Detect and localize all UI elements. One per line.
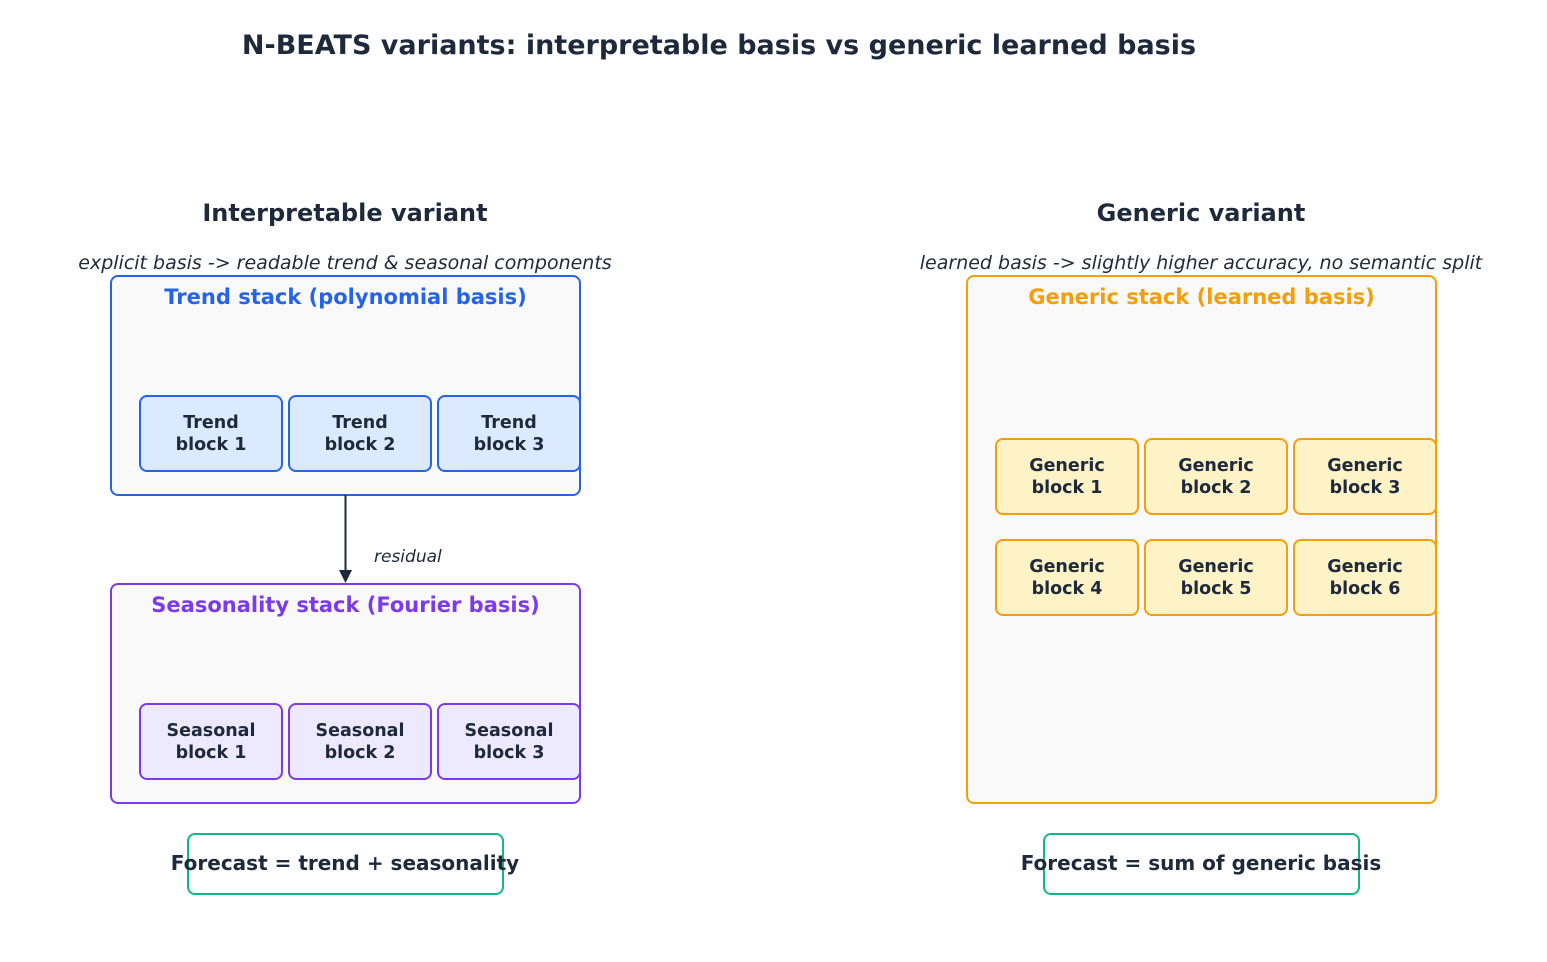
generic-forecast-label: Forecast = sum of generic basis	[1020, 851, 1382, 875]
generic-block-1: Generic block 1	[995, 438, 1139, 515]
interpretable-heading: Interpretable variant	[202, 199, 488, 227]
generic-block-3: Generic block 3	[1293, 438, 1437, 515]
generic-forecast-box	[1043, 833, 1360, 895]
trend-stack-title: Trend stack (polynomial basis)	[164, 285, 527, 309]
interpretable-subtitle: explicit basis -> readable trend & seaso…	[78, 252, 612, 274]
generic-block-5: Generic block 5	[1144, 539, 1288, 616]
residual-arrow-head	[339, 570, 352, 583]
generic-block-4: Generic block 4	[995, 539, 1139, 616]
generic-block-2: Generic block 2	[1144, 438, 1288, 515]
trend-block-2: Trend block 2	[288, 395, 432, 472]
residual-label: residual	[374, 547, 442, 567]
trend-block-3: Trend block 3	[437, 395, 581, 472]
generic-heading: Generic variant	[1096, 199, 1306, 227]
seasonal-block-3: Seasonal block 3	[437, 703, 581, 780]
interpretable-forecast-box	[187, 833, 504, 895]
generic-subtitle: learned basis -> slightly higher accurac…	[919, 252, 1483, 274]
generic-block-6: Generic block 6	[1293, 539, 1437, 616]
generic-stack-title: Generic stack (learned basis)	[1028, 285, 1375, 309]
trend-block-1: Trend block 1	[139, 395, 283, 472]
diagram-title: N-BEATS variants: interpretable basis vs…	[241, 30, 1197, 61]
seasonality-stack-title: Seasonality stack (Fourier basis)	[151, 593, 540, 617]
seasonal-block-1: Seasonal block 1	[139, 703, 283, 780]
seasonal-block-2: Seasonal block 2	[288, 703, 432, 780]
interpretable-forecast-label: Forecast = trend + seasonality	[170, 851, 520, 875]
